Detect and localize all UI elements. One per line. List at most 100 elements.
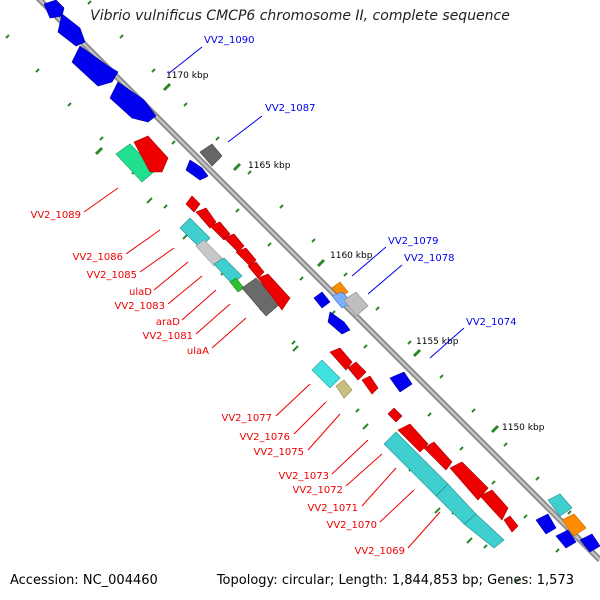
gene-reverse[interactable] (223, 233, 245, 253)
major-tick-mark (412, 348, 422, 358)
tick-mark (151, 68, 156, 73)
gene-reverse[interactable] (195, 207, 217, 229)
tick-mark (459, 446, 464, 451)
gene-forward[interactable] (327, 311, 351, 335)
leader-line (293, 401, 327, 435)
gene-label-forward[interactable]: VV2_1087 (265, 103, 316, 114)
gene-label-reverse[interactable]: VV2_1070 (327, 520, 378, 531)
tick-mark (523, 514, 528, 519)
tick-mark (292, 345, 299, 352)
gene-label-reverse[interactable]: VV2_1073 (279, 471, 330, 482)
leader-line (227, 115, 263, 143)
gene-reverse[interactable] (387, 407, 403, 423)
gene-label-reverse[interactable]: VV2_1069 (355, 546, 406, 557)
gene-reverse[interactable] (329, 347, 353, 371)
tick-mark (555, 548, 560, 553)
scale-label: 1160 kbp (330, 251, 373, 261)
leader-line (429, 327, 465, 359)
tick-mark (235, 208, 240, 213)
gene-reverse[interactable] (185, 195, 201, 213)
gene-reverse[interactable] (449, 461, 489, 501)
gene-reverse[interactable] (503, 515, 519, 533)
gene-other[interactable] (463, 513, 505, 549)
gene-reverse[interactable] (397, 423, 429, 453)
gene-other[interactable] (335, 379, 353, 399)
gene-label-reverse[interactable]: VV2_1081 (143, 331, 194, 342)
gene-forward[interactable] (579, 533, 600, 553)
tick-mark (279, 204, 284, 209)
gene-labels: VV2_1090VV2_1087VV2_1079VV2_1078VV2_1074… (31, 35, 517, 557)
leader-line (351, 246, 387, 277)
gene-other[interactable] (561, 513, 587, 537)
gene-other[interactable] (343, 291, 369, 317)
leader-line (211, 317, 247, 349)
gene-forward[interactable] (71, 45, 119, 87)
gene-forward[interactable] (313, 291, 331, 309)
tick-mark (146, 197, 153, 204)
gene-other[interactable] (195, 239, 223, 267)
gene-reverse[interactable] (347, 361, 367, 381)
gene-label-forward[interactable]: VV2_1074 (466, 317, 517, 328)
gene-label-reverse[interactable]: ulaA (187, 346, 209, 357)
tick-mark (483, 544, 488, 549)
genes (43, 0, 600, 553)
gene-label-reverse[interactable]: VV2_1071 (308, 503, 359, 514)
gene-reverse[interactable] (361, 375, 379, 395)
gene-other[interactable] (213, 257, 243, 285)
gene-label-forward[interactable]: VV2_1079 (388, 236, 439, 247)
gene-label-reverse[interactable]: VV2_1072 (293, 485, 344, 496)
tick-mark (183, 102, 188, 107)
gene-other[interactable] (547, 493, 573, 517)
gene-forward[interactable] (185, 159, 209, 181)
gene-label-reverse[interactable]: VV2_1076 (240, 432, 291, 443)
gene-forward[interactable] (109, 81, 157, 123)
gene-reverse[interactable] (423, 441, 453, 471)
leader-line (181, 289, 217, 321)
gene-other[interactable] (199, 143, 223, 167)
gene-label-reverse[interactable]: VV2_1089 (31, 210, 82, 221)
tick-mark (299, 276, 304, 281)
leader-line (275, 383, 311, 417)
tick-mark (163, 204, 168, 209)
gene-label-reverse[interactable]: VV2_1085 (87, 270, 138, 281)
accession-label: Accession: (10, 573, 79, 588)
tick-mark (171, 140, 176, 145)
gene-reverse[interactable] (133, 135, 169, 173)
gene-label-forward[interactable]: VV2_1090 (204, 35, 255, 46)
gene-reverse[interactable] (479, 489, 509, 521)
leader-line (125, 229, 161, 255)
gene-forward[interactable] (57, 13, 86, 47)
gene-label-reverse[interactable]: VV2_1086 (73, 252, 124, 263)
gene-label-reverse[interactable]: VV2_1083 (115, 301, 166, 312)
gene-reverse[interactable] (235, 247, 257, 267)
tick-mark (267, 242, 272, 247)
topology-value: circular (281, 573, 330, 588)
leader-line (195, 303, 231, 335)
leader-line (153, 261, 189, 291)
gene-label-forward[interactable]: VV2_1078 (404, 253, 455, 264)
gene-other[interactable] (311, 359, 341, 389)
tick-mark (434, 507, 441, 514)
gene-forward[interactable] (43, 0, 65, 19)
tick-mark (291, 340, 296, 345)
gene-reverse[interactable] (257, 273, 291, 311)
tick-mark (567, 510, 572, 515)
leader-line (83, 187, 119, 213)
gene-label-reverse[interactable]: ulaD (129, 287, 152, 298)
tick-mark (439, 374, 444, 379)
leader-line (379, 489, 415, 523)
gene-label-reverse[interactable]: VV2_1077 (222, 413, 273, 424)
gene-other[interactable] (179, 217, 211, 249)
gene-reverse[interactable] (209, 221, 231, 241)
tick-mark (427, 412, 432, 417)
major-tick-mark (162, 82, 172, 92)
gene-reverse[interactable] (247, 261, 265, 279)
gene-forward[interactable] (389, 371, 413, 393)
gene-label-reverse[interactable]: araD (156, 317, 180, 328)
gene-forward[interactable] (555, 529, 577, 549)
gene-label-reverse[interactable]: VV2_1075 (254, 447, 305, 458)
major-tick-mark (232, 162, 242, 172)
gene-forward[interactable] (535, 513, 557, 535)
